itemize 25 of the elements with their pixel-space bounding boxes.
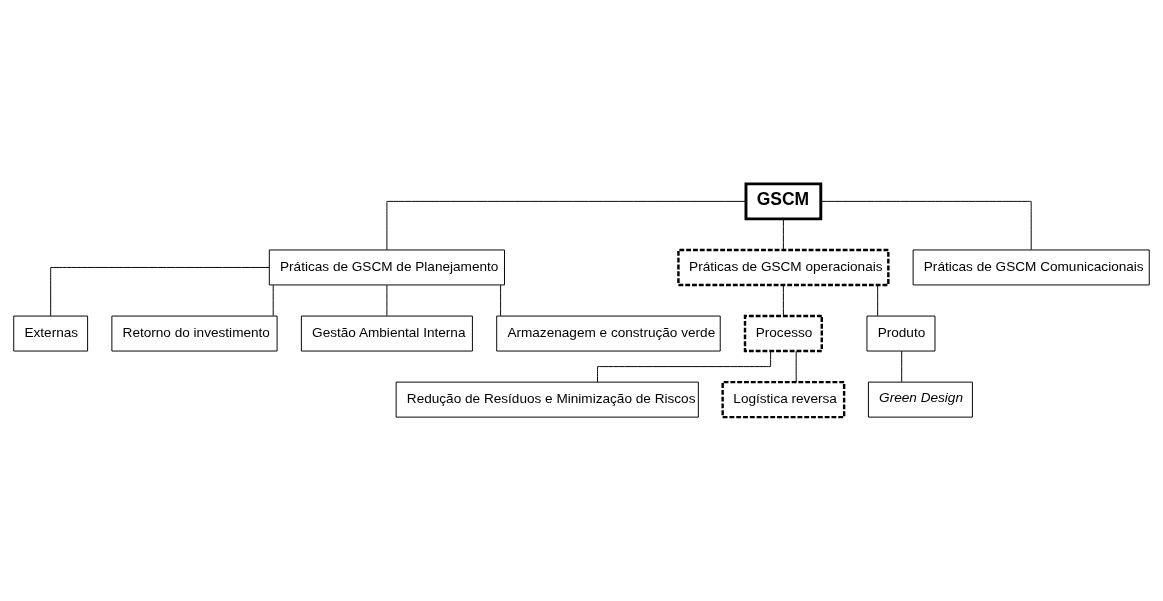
node-box: Práticas de GSCM de Planejamento [268, 249, 505, 286]
node-box: Externas [13, 315, 89, 352]
node-box: Processo [743, 314, 823, 353]
connector [50, 266, 270, 317]
connector [386, 284, 388, 317]
connector [597, 350, 772, 383]
connector [782, 284, 784, 317]
connector [782, 218, 784, 251]
connector [820, 200, 1032, 251]
node-box: Armazenagem e construção verde [496, 315, 721, 352]
node-box: Produto [866, 315, 936, 352]
node-box: Retorno do investimento [111, 315, 278, 352]
connector [901, 350, 903, 383]
node-box: Gestão Ambiental Interna [300, 315, 473, 352]
node-box: Redução de Resíduos e Minimização de Riscos [395, 381, 699, 418]
connector [500, 284, 502, 317]
node-box: Logística reversa [721, 380, 846, 419]
node-box: Práticas de GSCM operacionais [677, 248, 890, 287]
connector [877, 284, 879, 317]
connector [386, 200, 747, 251]
node-box: Práticas de GSCM Comunicacionais [912, 249, 1150, 286]
connector [272, 284, 274, 317]
node-box: GSCM [744, 182, 823, 221]
connector [795, 350, 797, 383]
node-box: Green Design [867, 381, 973, 418]
